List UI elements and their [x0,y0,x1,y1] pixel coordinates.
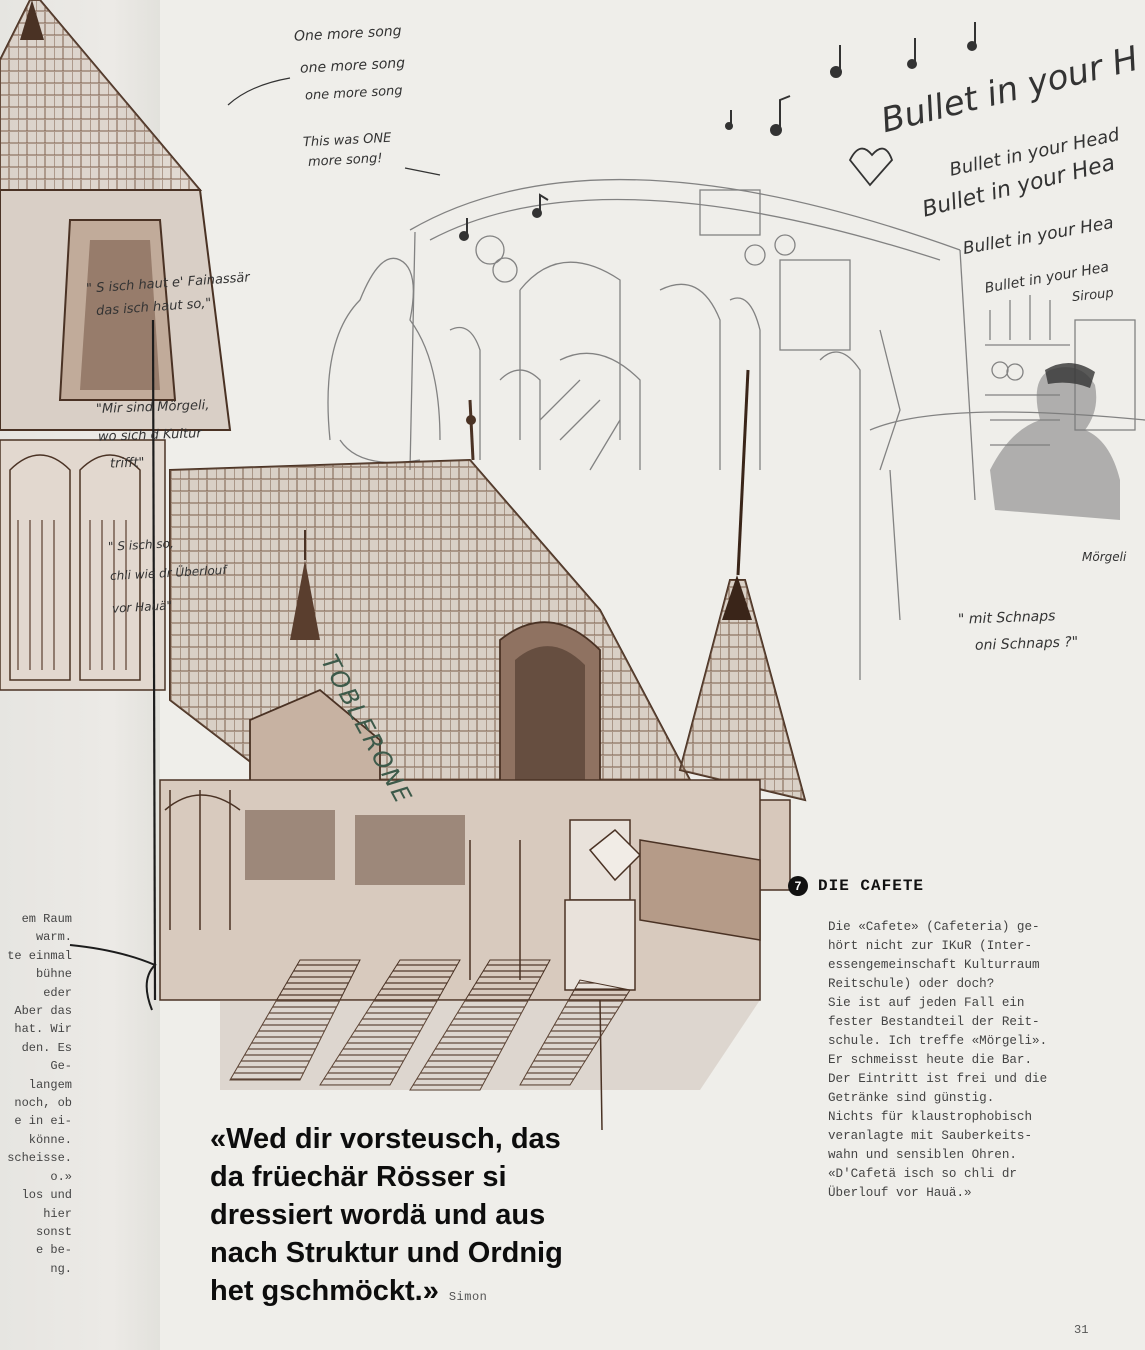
pull-quote: «Wed dir vorsteusch, das da früechär Rös… [210,1120,680,1316]
section-heading: 7 DIE CAFETE [788,876,924,896]
body-line: Überlouf vor Hauä.» [828,1186,972,1200]
body-line: essengemeinschaft Kulturraum [828,958,1040,972]
section-title: DIE CAFETE [818,877,925,895]
body-line: «D'Cafetä isch so chli dr [828,1167,1017,1181]
quote-line: nach Struktur und Ordnig [210,1237,563,1269]
string-loop [69,944,157,1011]
body-line: Nichts für klaustrophobisch [828,1110,1033,1124]
note-schnaps-1: " mit Schnaps [957,608,1056,628]
bartender-sketch [990,362,1120,520]
quote-line: dressiert wordä und aus [210,1199,546,1231]
left-column-text: em Raum warm. te einmal bühne eder Aber … [7,912,72,1276]
body-line: wahn und sensiblen Ohren. [828,1148,1017,1162]
binding-string [151,319,157,1001]
quote-line: «Wed dir vorsteusch, das [210,1123,561,1155]
body-line: fester Bestandteil der Reit- [828,1015,1040,1029]
quote-line: het gschmöckt.» [210,1275,439,1307]
building-drawing [0,0,807,1131]
quote-last-line: het gschmöckt.» Simon [210,1272,680,1316]
body-line: Getränke sind günstig. [828,1091,995,1105]
body-line: Sie ist auf jeden Fall ein [828,996,1025,1010]
body-line: hört nicht zur IKuR (Inter- [828,939,1033,953]
body-line: veranlagte mit Sauberkeits- [828,1129,1033,1143]
section-body: Die «Cafete» (Cafeteria) ge- hört nicht … [828,918,1098,1203]
body-line: Reitschule) oder doch? [828,977,995,991]
body-line: Der Eintritt ist frei und die [828,1072,1048,1086]
page-number: 31 [1074,1323,1089,1337]
section-number-badge: 7 [788,876,808,896]
body-line: Er schmeisst heute die Bar. [828,1053,1033,1067]
quote-author: Simon [448,1290,488,1304]
quote-line: da früechär Rösser si [210,1161,507,1193]
note-left-5: trifft" [109,455,145,472]
body-line: Die «Cafete» (Cafeteria) ge- [828,920,1040,934]
body-line: schule. Ich treffe «Mörgeli». [828,1034,1048,1048]
music-notes [459,22,977,241]
note-morgeli: Mörgeli [1082,550,1127,564]
